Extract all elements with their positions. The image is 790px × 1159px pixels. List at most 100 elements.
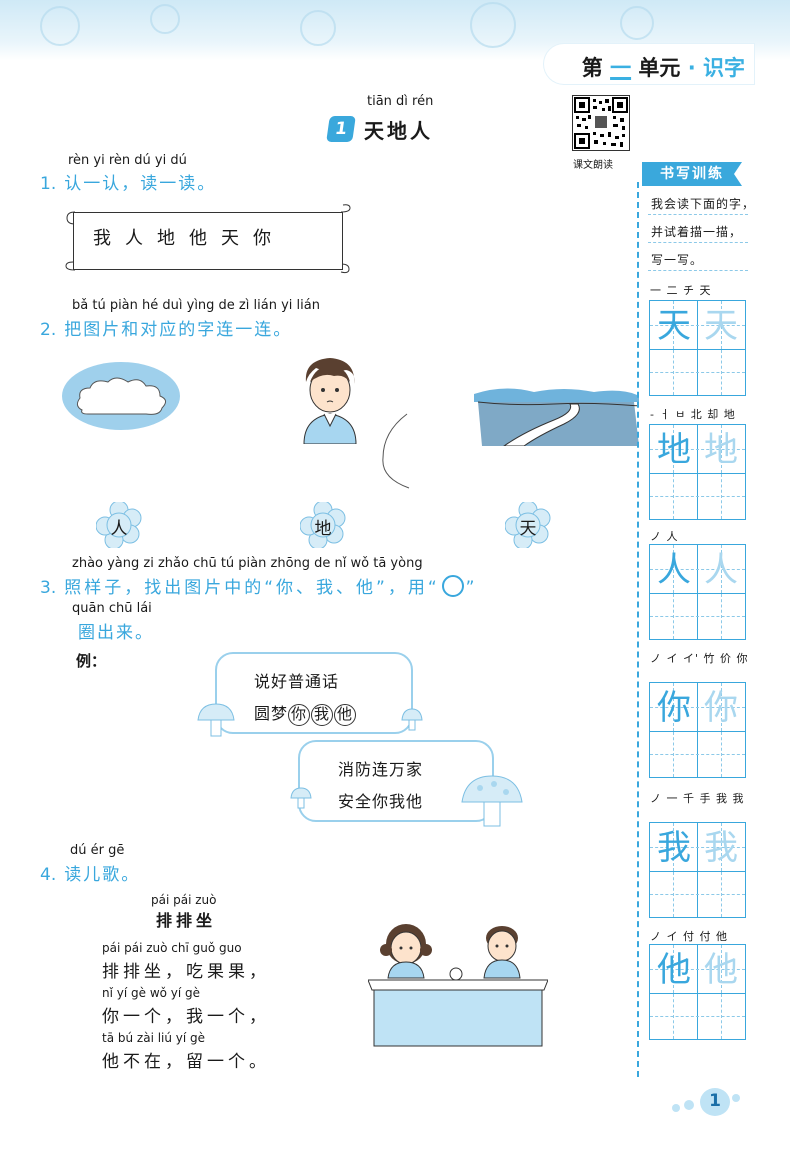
connecting-line xyxy=(382,413,410,489)
exercise-card-line-2[interactable]: 安全你我他 xyxy=(338,792,424,811)
trace-char[interactable]: 我 xyxy=(704,828,738,868)
q3-pinyin: zhào yàng zi zhǎo chū tú piàn zhōng de n… xyxy=(72,556,423,571)
boy-icon xyxy=(303,358,357,445)
model-char: 他 xyxy=(657,950,691,990)
sidebar-rule xyxy=(648,270,748,271)
unit-title: 第 一 单元 · 识字 xyxy=(582,52,745,82)
writing-grid[interactable] xyxy=(649,350,746,396)
trace-char[interactable]: 你 xyxy=(704,688,738,728)
stroke-sequence: ノ イ 付 付 他 xyxy=(650,930,728,943)
poem-line-pinyin: pái pái zuò chī guǒ guo xyxy=(102,941,242,955)
sidebar-divider xyxy=(637,182,639,1077)
flower-icon xyxy=(95,500,142,550)
q3-number: 3. xyxy=(40,578,57,598)
sidebar-instruction: 我会读下面的字， xyxy=(651,197,756,211)
q2-pinyin: bǎ tú piàn hé duì yìng de zì lián yi liá… xyxy=(72,298,320,313)
model-char: 天 xyxy=(657,306,691,346)
header-band xyxy=(0,0,790,60)
boy-picture[interactable] xyxy=(300,352,362,445)
model-char: 人 xyxy=(657,550,691,590)
example-card-line-2: 圆梦你我他 xyxy=(254,700,357,726)
tracing-grid[interactable]: 天 天 xyxy=(649,300,746,350)
lesson-title: 天地人 xyxy=(364,119,433,143)
mushroom-icon xyxy=(290,787,312,809)
q4-text: 读儿歌。 xyxy=(64,865,141,885)
sidebar-instruction: 并试着描一描， xyxy=(651,225,743,239)
qr-code[interactable] xyxy=(572,95,630,151)
writing-grid[interactable] xyxy=(649,872,746,918)
sidebar-instruction: 写一写。 xyxy=(651,253,704,267)
circled-char: 我 xyxy=(311,704,334,726)
scroll-characters: 我人地他天你 xyxy=(93,228,285,249)
flower-char-di[interactable]: 地 xyxy=(299,500,346,550)
trace-char[interactable]: 地 xyxy=(704,430,738,470)
trace-char[interactable]: 天 xyxy=(704,306,738,346)
writing-grid[interactable] xyxy=(649,732,746,778)
poem-line-pinyin: tā bú zài liú yí gè xyxy=(102,1031,206,1045)
doodle-decoration xyxy=(470,2,516,48)
trace-char[interactable]: 人 xyxy=(704,550,738,590)
circled-char: 他 xyxy=(334,704,357,726)
flower-icon xyxy=(504,500,551,550)
flower-char-tian[interactable]: 天 xyxy=(504,500,551,550)
tracing-grid[interactable]: 地 地 xyxy=(649,424,746,474)
unit-number: 一 xyxy=(610,56,632,80)
trace-char[interactable]: 他 xyxy=(704,950,738,990)
flower-icon xyxy=(299,500,346,550)
q3-text-2: 圈出来。 xyxy=(78,623,154,643)
tracing-grid[interactable]: 你 你 xyxy=(649,682,746,732)
poem-line-pinyin: nǐ yí gè wǒ yí gè xyxy=(102,986,201,1000)
mushroom-icon xyxy=(401,708,423,731)
example-label: 例： xyxy=(76,652,107,670)
page-number-badge xyxy=(700,1088,730,1116)
lesson-pinyin: tiān dì rén xyxy=(367,94,434,109)
q3-text: 照样子，找出图片中的“你、我、他”，用“ xyxy=(64,578,440,598)
stroke-sequence: - ㅓ ㅂ 北 却 地 xyxy=(650,408,736,421)
poem-line: 排排坐，吃果果， xyxy=(102,962,270,982)
poem-line: 他不在，留一个。 xyxy=(102,1052,270,1072)
writing-grid[interactable] xyxy=(649,994,746,1040)
stroke-sequence: 一 二 チ 天 xyxy=(650,284,712,297)
lesson-number-badge: 1 xyxy=(326,116,356,142)
cloud-picture[interactable] xyxy=(62,362,180,430)
scroll-frame-icon xyxy=(65,204,351,274)
writing-grid[interactable] xyxy=(649,474,746,520)
sidebar-title: 书写训练 xyxy=(642,162,742,186)
circled-char: 你 xyxy=(288,704,311,726)
writing-grid[interactable] xyxy=(649,594,746,640)
stroke-sequence: ノ イ イ' 竹 价 你 xyxy=(650,652,749,665)
exercise-card xyxy=(298,740,494,822)
model-char: 我 xyxy=(657,828,691,868)
landscape-icon xyxy=(474,388,640,447)
tracing-grid[interactable]: 我 我 xyxy=(649,822,746,872)
q4-number: 4. xyxy=(40,865,57,885)
landscape-picture[interactable] xyxy=(474,384,640,447)
q2-heading: 2.把图片和对应的字连一连。 xyxy=(40,315,292,340)
doodle-decoration xyxy=(300,10,336,46)
q2-number: 2. xyxy=(40,320,57,340)
flower-char-ren[interactable]: 人 xyxy=(95,500,142,550)
tracing-grid[interactable]: 人 人 xyxy=(649,544,746,594)
children-at-table-picture xyxy=(368,924,548,1047)
q3-heading: 3.照样子，找出图片中的“你、我、他”，用“” xyxy=(40,573,477,598)
poem-title-pinyin: pái pái zuò xyxy=(151,893,217,907)
q1-heading: 1.认一认，读一读。 xyxy=(40,169,216,194)
sidebar-rule xyxy=(648,242,748,243)
qr-code-icon xyxy=(574,97,628,149)
poem-line: 你一个，我一个， xyxy=(102,1007,270,1027)
doodle-decoration xyxy=(150,4,180,34)
qr-label: 课文朗读 xyxy=(573,160,613,171)
unit-prefix: 第 xyxy=(581,56,603,80)
q4-heading: 4. 读儿歌。 xyxy=(40,860,140,885)
tracing-grid[interactable]: 他 他 xyxy=(649,944,746,994)
q1-text: 认一认，读一读。 xyxy=(64,174,217,194)
model-char: 你 xyxy=(657,688,691,728)
flower-char: 天 xyxy=(519,519,537,539)
exercise-card-line-1[interactable]: 消防连万家 xyxy=(338,760,424,779)
model-char: 地 xyxy=(657,430,691,470)
q3-pinyin-2: quān chū lái xyxy=(72,601,152,616)
unit-dot: · xyxy=(687,56,696,80)
doodle-decoration xyxy=(620,6,654,40)
unit-suffix: 单元 xyxy=(638,56,681,80)
q4-pinyin: dú ér gē xyxy=(70,843,125,858)
